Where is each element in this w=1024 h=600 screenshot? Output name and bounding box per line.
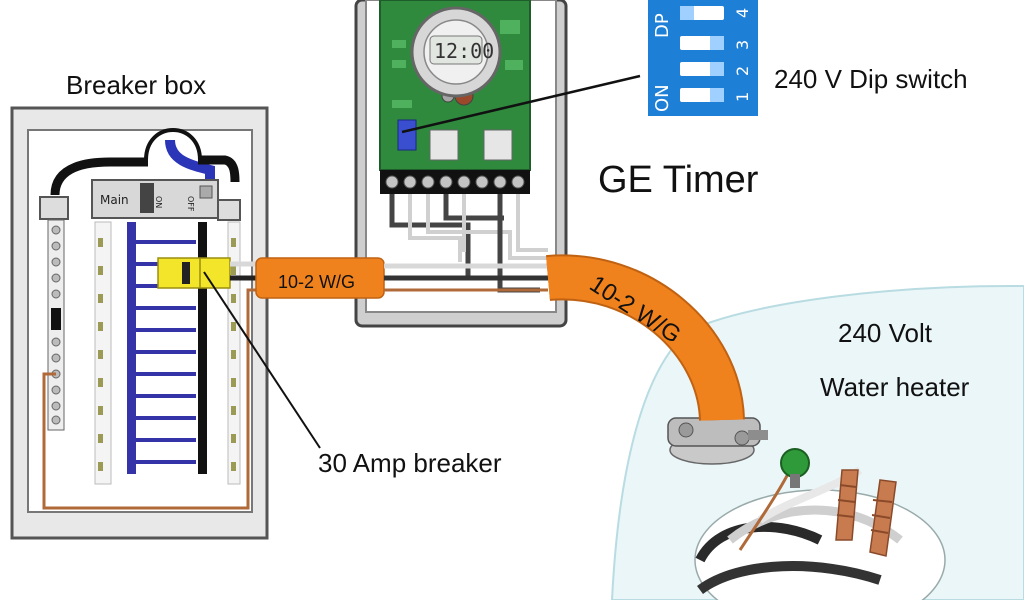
- lcd-dial-icon: 12:00: [410, 6, 502, 98]
- breaker-leader: [203, 271, 321, 449]
- main-on-label: ON: [154, 196, 163, 208]
- dip-on-label: ON: [652, 84, 673, 112]
- dip-number-1: 1: [733, 92, 752, 102]
- heater-label-line2: Water heater: [820, 372, 970, 402]
- breaker-box: Main ON OFF: [10, 106, 269, 540]
- timer-feed-wires: [384, 263, 548, 292]
- wire-nut-icon: [835, 469, 897, 557]
- dip-number-4: 4: [733, 8, 752, 18]
- main-off-label: OFF: [186, 196, 195, 212]
- dip-switch-inset: DP ON 4 3 2 1: [648, 0, 758, 116]
- cable-right: 10-2 W/G: [546, 254, 745, 422]
- neutral-bar-screws: [51, 225, 61, 425]
- green-ground-screw-icon: [780, 448, 810, 488]
- lcd-time: 12:00: [434, 39, 494, 63]
- dip-switch-label: 240 V Dip switch: [774, 64, 968, 94]
- ge-timer-box: 12:00: [354, 0, 568, 328]
- dip-number-3: 3: [733, 40, 752, 50]
- heater-label-line1: 240 Volt: [838, 318, 933, 348]
- ge-timer-label: GE Timer: [598, 159, 759, 201]
- cable-clamp-icon: [667, 417, 768, 465]
- cable-left-label: 10-2 W/G: [278, 272, 355, 292]
- main-label: Main: [100, 193, 129, 207]
- breaker-30a-label: 30 Amp breaker: [318, 448, 502, 478]
- dip-number-2: 2: [733, 66, 752, 76]
- cable-left: 10-2 W/G: [255, 257, 385, 299]
- dip-switch-leader: [401, 74, 641, 134]
- dip-dp-label: DP: [652, 13, 673, 38]
- breaker-box-label: Breaker box: [66, 70, 206, 100]
